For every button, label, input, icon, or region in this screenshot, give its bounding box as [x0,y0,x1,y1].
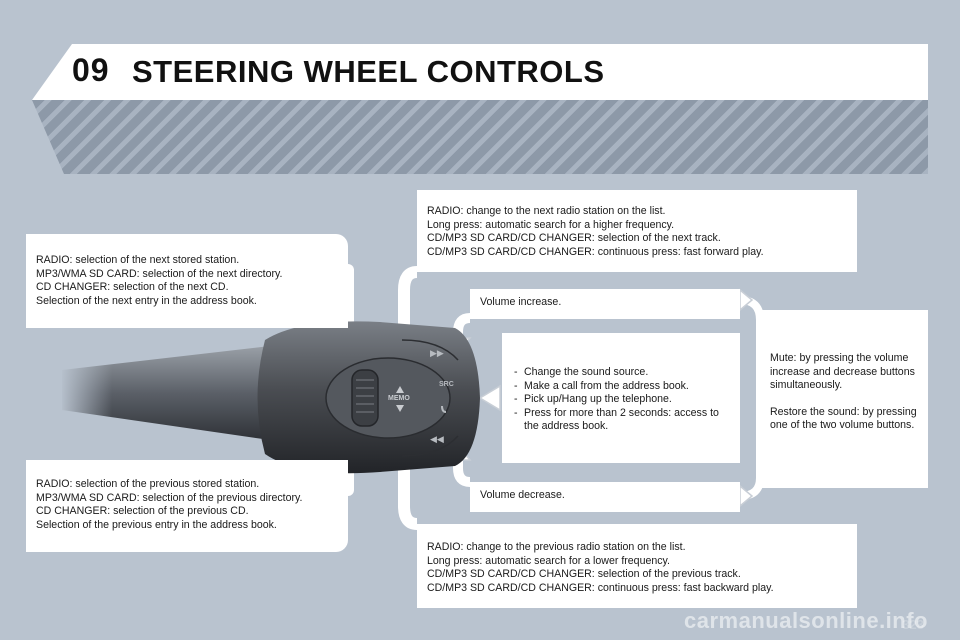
panel-line: Selection of the previous entry in the a… [36,518,277,531]
panel-line: CD CHANGER: selection of the next CD. [36,281,229,294]
panel-line: RADIO: change to the previous radio stat… [427,541,686,553]
volume-decrease-text: Volume decrease. [480,489,565,501]
src-label: SRC [439,381,454,388]
panel-line: Selection of the next entry in the addre… [36,294,257,307]
panel-line: RADIO: change to the next radio station … [427,205,666,217]
panel-line: Long press: automatic search for a lower… [427,554,670,567]
next-stored-station-panel: RADIO: selection of the next stored stat… [26,234,348,328]
panel-line: RADIO: selection of the previous stored … [36,478,260,490]
page-title: STEERING WHEEL CONTROLS [132,54,605,89]
restore-sound-text: Restore the sound: by pressing one of th… [770,405,917,432]
panel-line: RADIO: selection of the next stored stat… [36,254,240,266]
source-button-list: Change the sound source. Make a call fro… [512,366,730,434]
decorative-stripe-band [32,100,928,174]
panel-line: MP3/WMA SD CARD: selection of the next d… [36,267,283,280]
mute-text: Mute: by pressing the volume increase an… [770,352,915,392]
next-station-panel: RADIO: change to the next radio station … [417,190,857,272]
panel-line: CD CHANGER: selection of the previous CD… [36,505,249,518]
volume-increase-text: Volume increase. [480,296,562,308]
panel-line: CD/MP3 SD CARD/CD CHANGER: continuous pr… [427,245,764,258]
panel-line: CD/MP3 SD CARD/CD CHANGER: continuous pr… [427,581,774,594]
list-item: Pick up/Hang up the telephone. [512,393,730,407]
previous-stored-station-panel: RADIO: selection of the previous stored … [26,460,348,552]
panel-line: CD/MP3 SD CARD/CD CHANGER: selection of … [427,568,741,581]
list-item: Change the sound source. [512,366,730,380]
list-item: Make a call from the address book. [512,380,730,394]
volume-decrease-panel: Volume decrease. [470,482,740,512]
panel-line: CD/MP3 SD CARD/CD CHANGER: selection of … [427,232,721,245]
header-bar [32,44,928,100]
page-number: 323 [902,617,924,632]
previous-station-panel: RADIO: change to the previous radio stat… [417,524,857,608]
panel-line: MP3/WMA SD CARD: selection of the previo… [36,491,303,504]
volume-increase-panel: Volume increase. [470,289,740,319]
source-button-panel: Change the sound source. Make a call fro… [502,333,740,463]
panel-line: Long press: automatic search for a highe… [427,218,675,231]
chapter-number: 09 [72,52,110,88]
mute-panel: Mute: by pressing the volume increase an… [760,310,928,488]
list-item: Press for more than 2 seconds: access to… [512,407,730,434]
memo-label: MEMO [388,395,410,402]
watermark: carmanualsonline.info [684,608,928,633]
